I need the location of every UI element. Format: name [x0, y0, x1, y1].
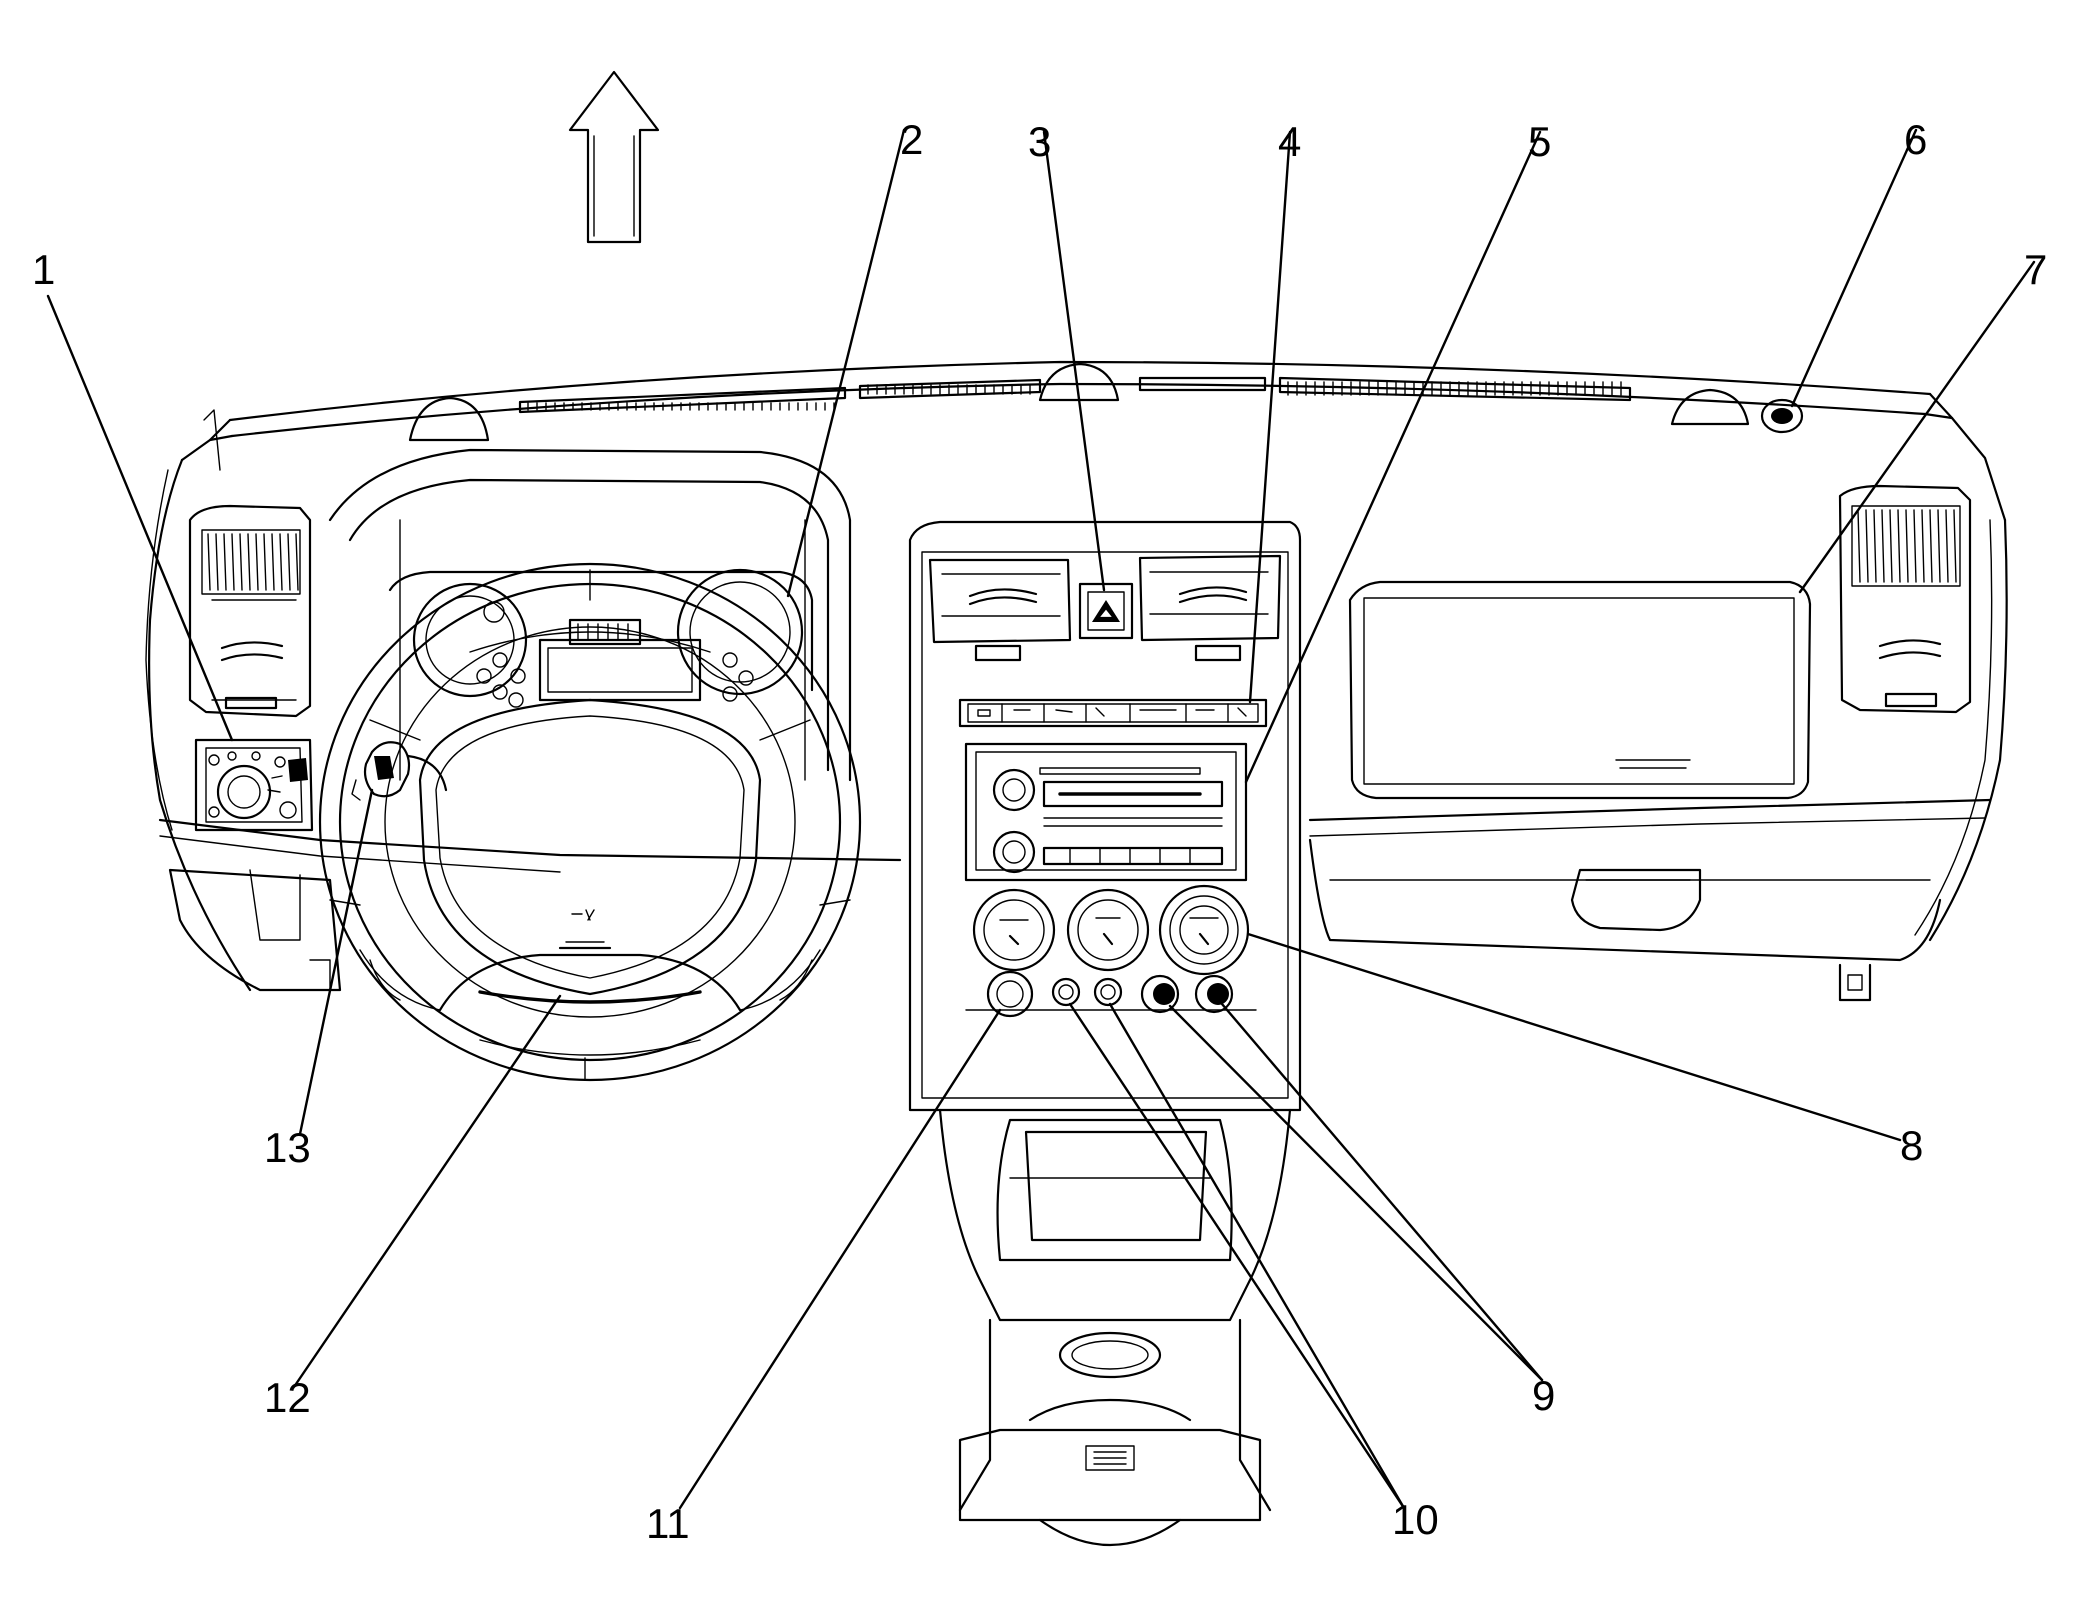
- callout-leader-line: [1108, 1002, 1406, 1510]
- callout-10: 10: [1392, 1496, 1439, 1543]
- callout-leader-line: [1168, 1004, 1544, 1382]
- vent-slat: [207, 533, 211, 591]
- callout-1: 1: [32, 246, 55, 293]
- vent-slat: [231, 533, 235, 591]
- callout-leader-line: [294, 994, 562, 1386]
- left-air-vent: [188, 504, 312, 718]
- leader-lines: [46, 128, 2036, 1510]
- callout-leader-line: [298, 788, 374, 1136]
- callout-13: 13: [264, 1124, 311, 1171]
- callout-6: 6: [1904, 116, 1927, 163]
- vent-slat: [1865, 509, 1869, 583]
- vent-slat: [223, 533, 227, 591]
- vent-slat: [1921, 509, 1925, 583]
- callout-leader-line: [1798, 260, 2036, 594]
- vent-slat: [1897, 509, 1901, 583]
- forward-arrow-icon: [568, 70, 660, 244]
- vent-slat: [215, 533, 219, 591]
- vent-slat: [1881, 509, 1885, 583]
- callout-leader-line: [1042, 130, 1106, 592]
- vent-slat: [271, 533, 275, 591]
- vent-slat: [1857, 509, 1861, 583]
- callout-leader-line: [1790, 128, 1918, 408]
- headlamp-switch: [194, 738, 314, 832]
- callout-11: 11: [646, 1500, 690, 1547]
- callout-leader-line: [1246, 932, 1902, 1142]
- center-stack: [908, 520, 1302, 1112]
- callout-5: 5: [1528, 118, 1551, 165]
- right-air-vent: [1838, 484, 1972, 714]
- steering-wheel: [318, 562, 862, 1082]
- vent-slat: [1937, 509, 1941, 583]
- vent-slat: [1905, 509, 1909, 583]
- callout-labels: 1 2 3 4 5 6 7 8 9 10 11 12 13: [32, 116, 2047, 1547]
- vent-slat: [1945, 509, 1949, 583]
- callout-leader-line: [786, 128, 906, 598]
- dash-speaker-dome: [408, 362, 1750, 442]
- vent-slat: [295, 533, 299, 591]
- callout-9: 9: [1532, 1372, 1555, 1419]
- callout-leader-line: [46, 294, 234, 742]
- airbag-module: [418, 698, 762, 1004]
- callout-leader-line: [1220, 1002, 1544, 1382]
- vent-slat: [247, 533, 251, 591]
- vent-slat: [263, 533, 267, 591]
- vent-slat: [239, 533, 243, 591]
- vent-slat: [1953, 509, 1957, 583]
- vent-slat: [255, 533, 259, 591]
- instrument-cluster: [328, 448, 852, 782]
- glove-box: [1348, 580, 1812, 800]
- callout-12: 12: [264, 1374, 311, 1421]
- vent-slat: [287, 533, 291, 591]
- callout-leader-line: [1248, 130, 1292, 704]
- vent-slat: [1889, 509, 1893, 583]
- vent-slat: [1873, 509, 1877, 583]
- callout-leader-line: [1244, 130, 1542, 784]
- defrost-grille: [518, 376, 1632, 414]
- callout-4: 4: [1278, 118, 1301, 165]
- floor-console: [938, 1108, 1292, 1546]
- vent-slat: [1913, 509, 1917, 583]
- callout-8: 8: [1900, 1122, 1923, 1169]
- sunload-sensor: [1760, 398, 1804, 434]
- ignition-switch: [351, 741, 448, 801]
- vent-slat: [279, 533, 283, 591]
- callout-leader-line: [678, 1008, 1002, 1510]
- vent-slat: [1929, 509, 1933, 583]
- callout-7: 7: [2024, 246, 2047, 293]
- callout-leader-line: [1068, 1002, 1406, 1510]
- callout-2: 2: [900, 116, 923, 163]
- callout-3: 3: [1028, 118, 1051, 165]
